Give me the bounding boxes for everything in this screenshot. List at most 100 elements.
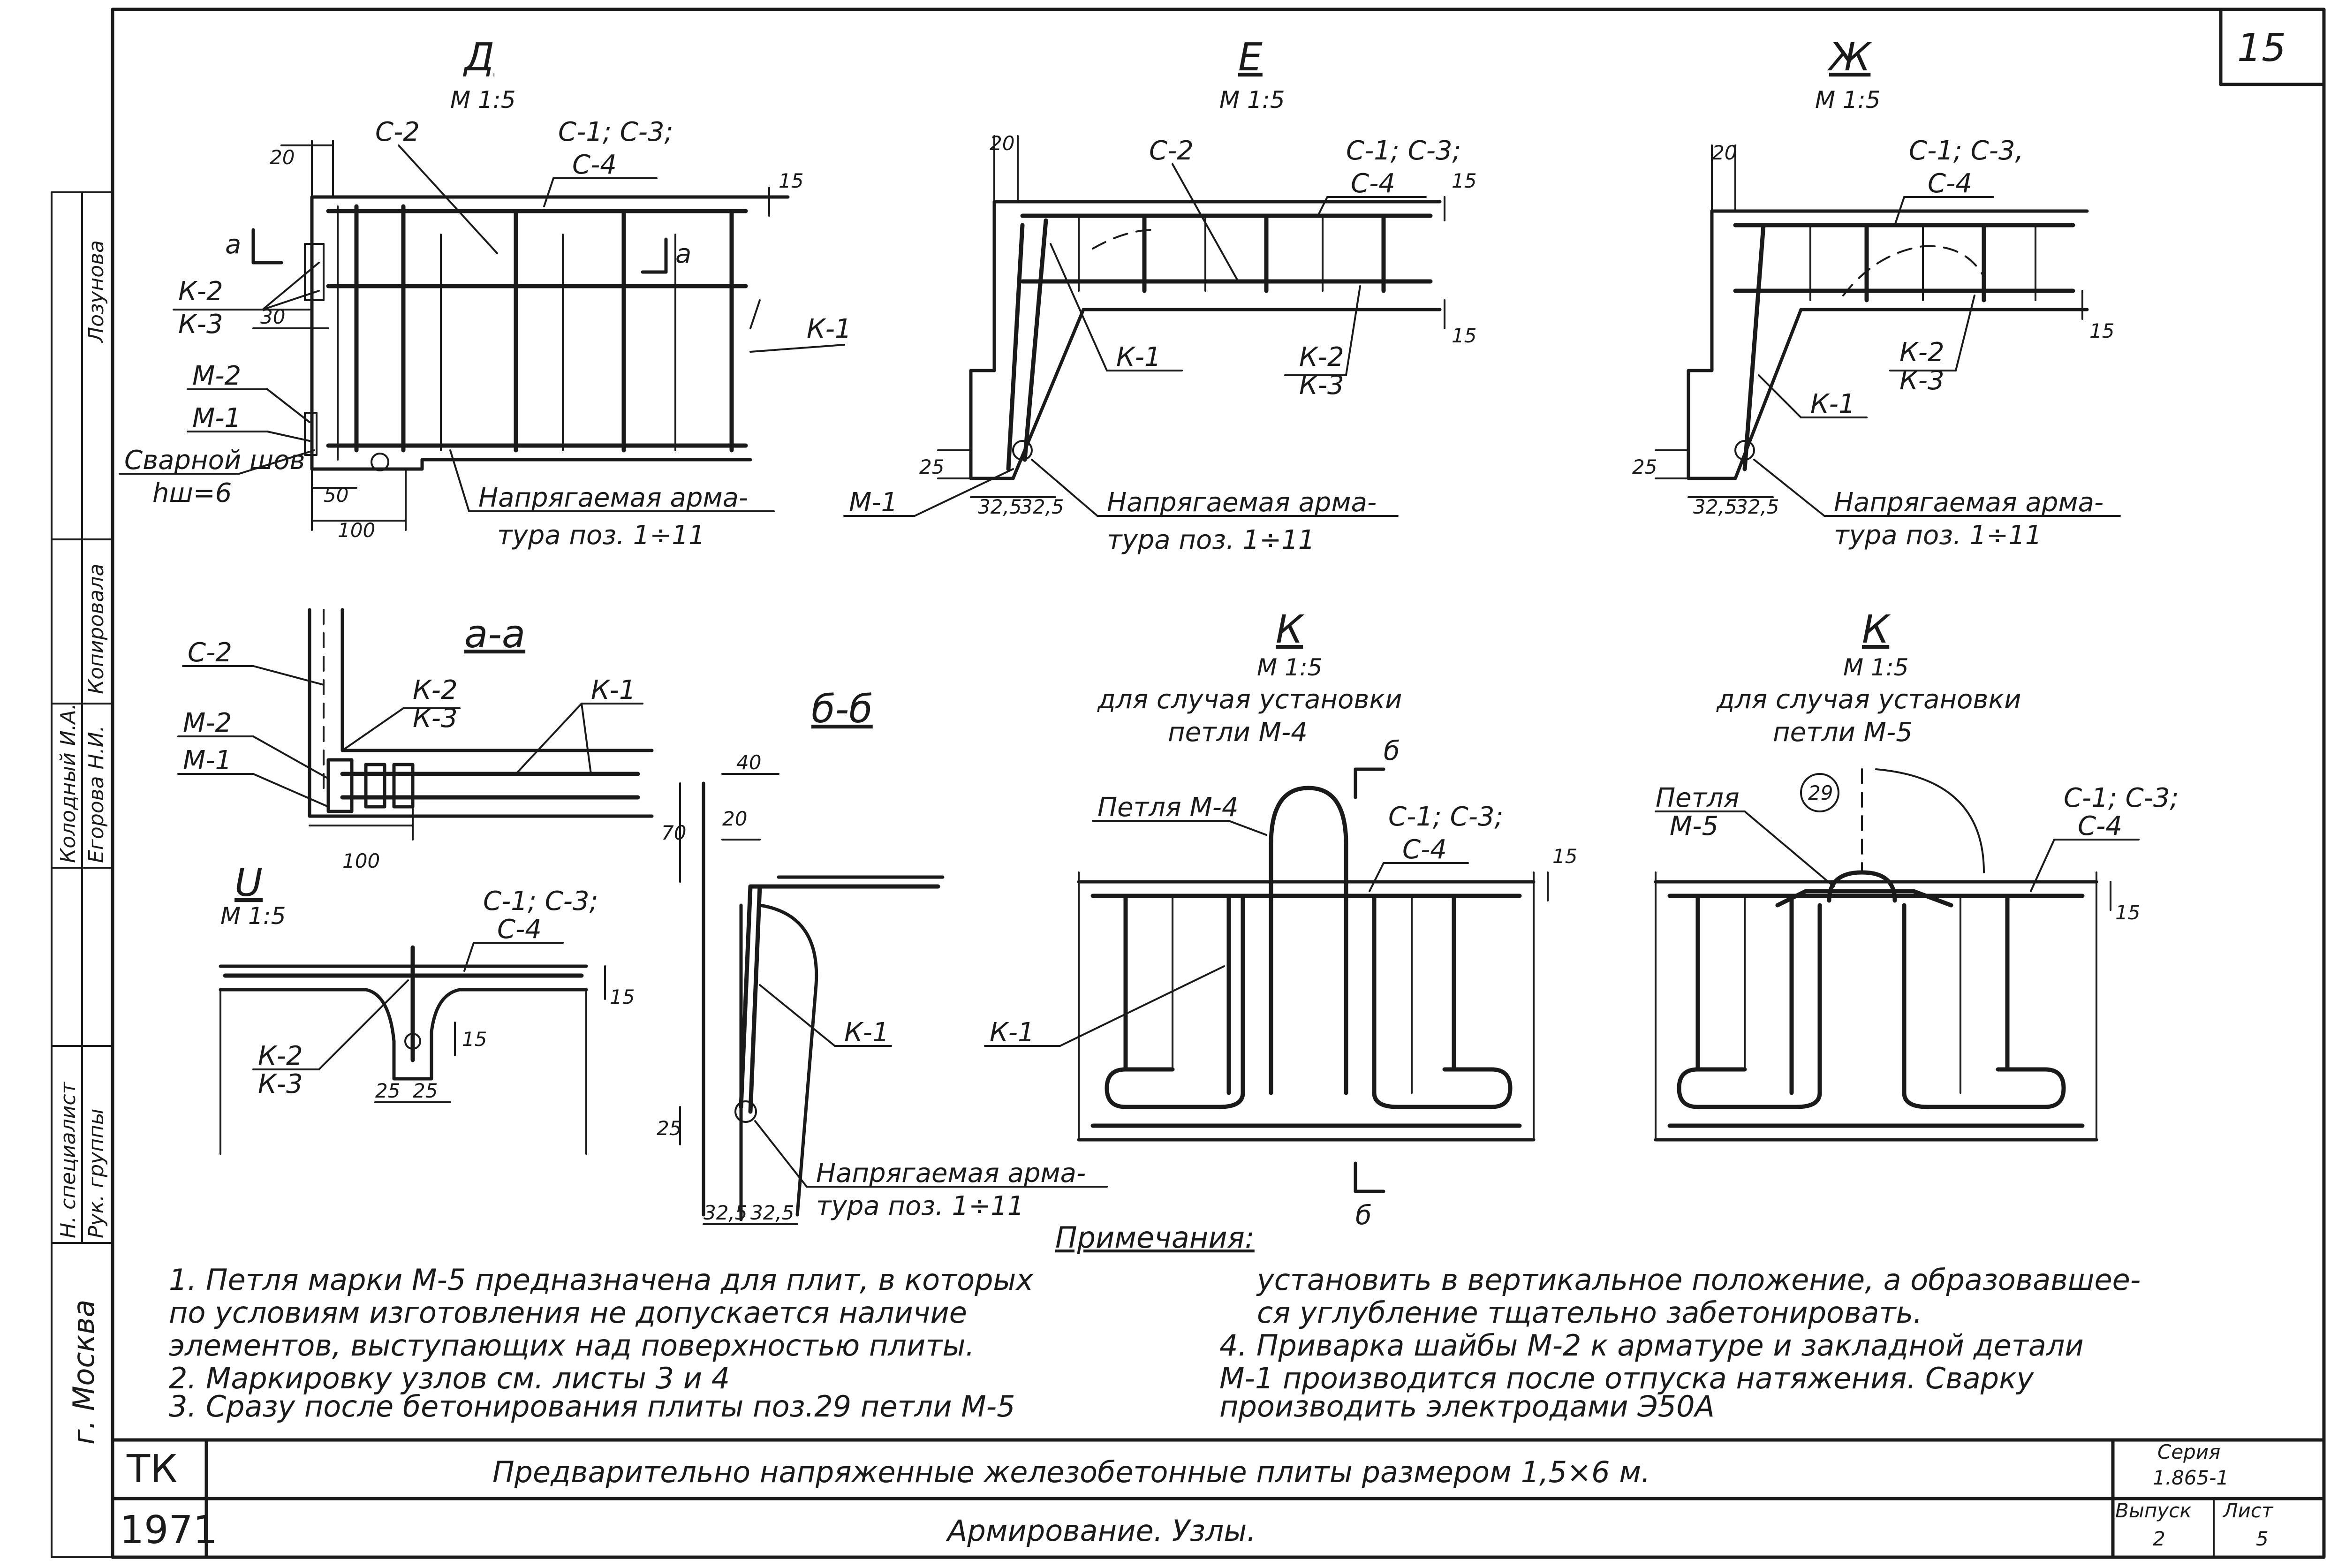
svg-text:С-1; С-3,: С-1; С-3, (1909, 136, 2023, 166)
svg-text:15: 15 (462, 1028, 487, 1051)
svg-text:тура поз. 1÷11: тура поз. 1÷11 (1834, 520, 2042, 551)
svg-text:б: б (1384, 736, 1400, 766)
sheet-number: 15 (2237, 26, 2286, 70)
year: 1971 (120, 1508, 218, 1553)
svg-text:С-1; С-3;: С-1; С-3; (2064, 783, 2179, 813)
city: г. Москва (67, 1300, 101, 1445)
svg-text:20: 20 (722, 807, 747, 830)
side-stamp: Лозунова Копировала Колодный И.А. Егоров… (56, 240, 108, 1445)
svg-text:К-2: К-2 (258, 1041, 303, 1071)
view-d-title: Д (463, 35, 494, 80)
svg-text:установить в вертикальное поло: установить в вертикальное положение, а о… (1256, 1263, 2141, 1297)
svg-text:4. Приварка шайбы М-2 к армат: 4. Приварка шайбы М-2 к арматуре и закла… (1219, 1328, 2084, 1363)
notes-heading: Примечания: (1055, 1220, 1255, 1255)
svg-text:для случая установки: для случая установки (1716, 684, 2021, 715)
svg-text:3. Сразу после бетонирования: 3. Сразу после бетонирования плиты поз.2… (169, 1389, 1015, 1424)
view-d-scale: М 1:5 (450, 86, 516, 114)
svg-text:15: 15 (610, 985, 635, 1008)
svg-text:25: 25 (919, 455, 944, 478)
svg-text:30: 30 (260, 305, 285, 328)
view-k-m5: К М 1:5 для случая установки петли М-5 П… (1654, 607, 2179, 1142)
view-zh: Ж М 1:5 С-1; С-3, С-4 К-2 К-3 К-1 Напряг… (1632, 35, 2121, 551)
svg-text:U: U (235, 861, 263, 905)
svg-text:15: 15 (2115, 901, 2140, 924)
title-block: ТК 1971 Предварительно напряженные желез… (111, 1438, 2326, 1559)
svg-text:а-а: а-а (464, 612, 525, 657)
svg-text:по условиям изготовления не до: по условиям изготовления не допускается … (169, 1295, 967, 1330)
svg-text:Напрягаемая арма-: Напрягаемая арма- (1834, 487, 2103, 518)
svg-text:а: а (225, 229, 241, 260)
svg-text:25: 25 (375, 1079, 400, 1102)
svg-text:15: 15 (1552, 845, 1577, 868)
svg-text:М 1:5: М 1:5 (1257, 654, 1323, 681)
svg-text:К-2: К-2 (178, 276, 223, 307)
svg-text:Лист: Лист (2222, 1499, 2274, 1522)
svg-text:Н. специалист: Н. специалист (56, 1081, 80, 1238)
svg-text:М-1: М-1 (183, 745, 232, 776)
svg-text:Колодный И.А.: Колодный И.А. (56, 703, 80, 863)
svg-text:100: 100 (342, 849, 380, 872)
svg-text:С-1; С-3;: С-1; С-3; (1388, 802, 1503, 832)
section-bb: б-б К-1 Напрягаемая арма- тура поз. 1÷11… (657, 687, 1108, 1225)
svg-text:М 1:5: М 1:5 (220, 902, 286, 930)
svg-text:С-1; С-3;: С-1; С-3; (558, 117, 673, 147)
svg-text:32,5: 32,5 (704, 1201, 748, 1224)
svg-text:петли М-5: петли М-5 (1773, 717, 1913, 748)
svg-text:К: К (1276, 607, 1305, 652)
svg-text:5: 5 (2256, 1527, 2269, 1550)
svg-text:32,5: 32,5 (1020, 495, 1064, 518)
svg-text:40: 40 (736, 751, 761, 774)
svg-text:С-2: С-2 (375, 117, 420, 147)
svg-text:К-2: К-2 (1299, 342, 1344, 372)
svg-text:25: 25 (657, 1117, 681, 1140)
svg-text:К-1: К-1 (990, 1017, 1035, 1048)
svg-text:Лозунова: Лозунова (84, 240, 108, 343)
svg-text:100: 100 (338, 519, 375, 542)
svg-text:тура поз. 1÷11: тура поз. 1÷11 (1107, 525, 1315, 555)
svg-text:Напрягаемая арма-: Напрягаемая арма- (816, 1158, 1086, 1189)
svg-text:К-2: К-2 (1899, 337, 1945, 368)
svg-text:С-4: С-4 (2078, 811, 2122, 841)
svg-text:С-4: С-4 (1402, 834, 1447, 865)
svg-text:2. Маркировку узлов см. листы: 2. Маркировку узлов см. листы 3 и 4 (169, 1361, 730, 1395)
svg-text:Сварной шов: Сварной шов (124, 445, 305, 476)
svg-text:С-4: С-4 (1351, 168, 1395, 199)
svg-text:Рук. группы: Рук. группы (84, 1109, 108, 1238)
svg-text:С-4: С-4 (1928, 168, 1972, 199)
svg-text:20: 20 (990, 132, 1014, 155)
svg-text:тура поз. 1÷11: тура поз. 1÷11 (497, 520, 705, 551)
svg-text:70: 70 (661, 821, 686, 844)
svg-text:б: б (1355, 1200, 1372, 1231)
svg-text:петли М-4: петли М-4 (1168, 717, 1308, 748)
section-aa: а-а С-2 К-2 К-3 К-1 М-2 М-1 100 (177, 608, 654, 872)
svg-text:К-1: К-1 (844, 1017, 889, 1048)
svg-text:15: 15 (2089, 319, 2114, 342)
svg-text:М-5: М-5 (1670, 811, 1718, 841)
notes-block: Примечания: 1. Петля марки М-5 предназна… (169, 1220, 2141, 1424)
svg-text:15: 15 (1452, 324, 1476, 347)
svg-text:М 1:5: М 1:5 (1843, 654, 1909, 681)
svg-text:С-2: С-2 (188, 637, 232, 668)
svg-text:15: 15 (779, 169, 803, 192)
svg-text:М-1: М-1 (849, 487, 898, 518)
svg-text:Напрягаемая арма-: Напрягаемая арма- (478, 483, 748, 513)
svg-text:М 1:5: М 1:5 (1219, 86, 1285, 114)
svg-text:К-1: К-1 (1116, 342, 1161, 372)
svg-text:С-1; С-3;: С-1; С-3; (1346, 136, 1461, 166)
svg-text:М 1:5: М 1:5 (1815, 86, 1881, 114)
svg-text:50: 50 (324, 484, 348, 507)
svg-text:32,5: 32,5 (750, 1201, 794, 1224)
svg-text:К-3: К-3 (178, 309, 223, 340)
svg-text:К-1: К-1 (591, 675, 636, 705)
detail-u: U М 1:5 С-1; С-3; С-4 К-2 К-3 15 15 25 2… (219, 861, 635, 1155)
svg-text:1.865-1: 1.865-1 (2153, 1466, 2229, 1489)
svg-text:20: 20 (1712, 141, 1737, 164)
svg-text:Выпуск: Выпуск (2115, 1499, 2192, 1522)
svg-text:32,5: 32,5 (978, 495, 1022, 518)
org-code: ТК (126, 1447, 177, 1492)
svg-text:М-1: М-1 (192, 403, 241, 433)
svg-text:Копировала: Копировала (84, 564, 108, 694)
svg-text:Петля: Петля (1656, 783, 1740, 813)
svg-text:М-2: М-2 (192, 361, 241, 391)
